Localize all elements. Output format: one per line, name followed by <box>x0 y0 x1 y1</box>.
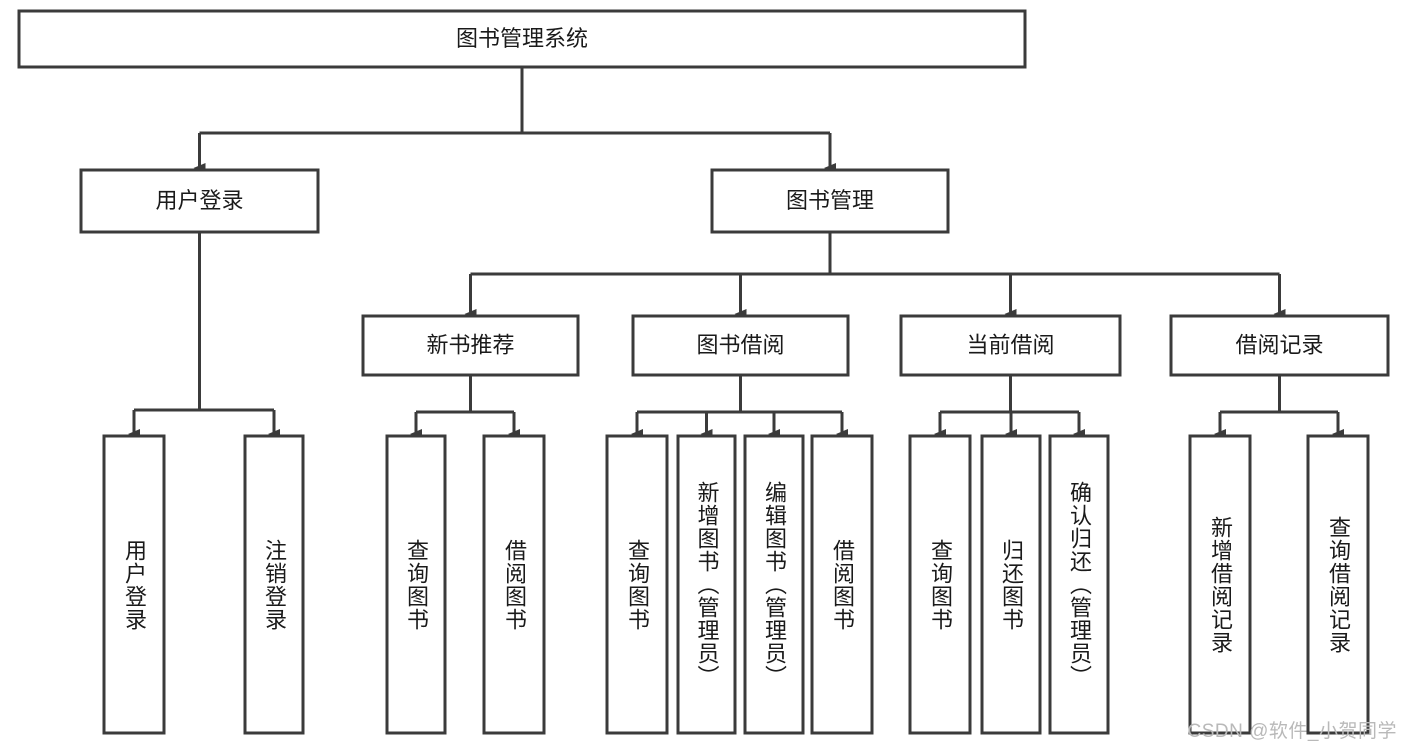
node-leaf-query-book-1[interactable] <box>385 434 447 735</box>
node-leaf-query-book-3[interactable] <box>908 434 972 735</box>
node-book-borrow-label: 图书借阅 <box>696 332 784 357</box>
node-new-book-recommend-label: 新书推荐 <box>426 332 514 357</box>
connector-layer <box>128 67 1344 439</box>
node-leaf-logout[interactable] <box>243 434 305 735</box>
node-book-borrow[interactable] <box>631 314 850 377</box>
node-leaf-user-login[interactable] <box>102 434 166 735</box>
node-book-manage[interactable] <box>710 168 950 234</box>
watermark-text: CSDN @软件_小贺同学 <box>1187 721 1397 742</box>
node-leaf-confirm-return[interactable] <box>1048 434 1110 735</box>
node-book-manage-label: 图书管理 <box>786 188 874 213</box>
node-leaf-query-book-2[interactable] <box>605 434 669 735</box>
node-leaf-edit-book[interactable] <box>743 434 805 735</box>
node-borrow-record[interactable] <box>1169 314 1390 377</box>
node-user-login-label: 用户登录 <box>155 188 243 213</box>
node-leaf-return-book[interactable] <box>980 434 1042 735</box>
node-leaf-borrow-book-2[interactable] <box>810 434 874 735</box>
node-leaf-borrow-book-1[interactable] <box>482 434 546 735</box>
node-title[interactable] <box>17 9 1027 69</box>
node-title-label: 图书管理系统 <box>456 26 588 51</box>
node-current-borrow-label: 当前借阅 <box>966 332 1054 357</box>
node-new-book-recommend[interactable] <box>361 314 580 377</box>
node-leaf-add-record[interactable] <box>1188 434 1252 735</box>
node-current-borrow[interactable] <box>899 314 1122 377</box>
node-leaf-add-book[interactable] <box>676 434 737 735</box>
node-borrow-record-label: 借阅记录 <box>1235 332 1323 357</box>
node-leaf-query-record[interactable] <box>1306 434 1370 735</box>
node-user-login[interactable] <box>79 168 320 234</box>
box-layer <box>17 9 1390 735</box>
